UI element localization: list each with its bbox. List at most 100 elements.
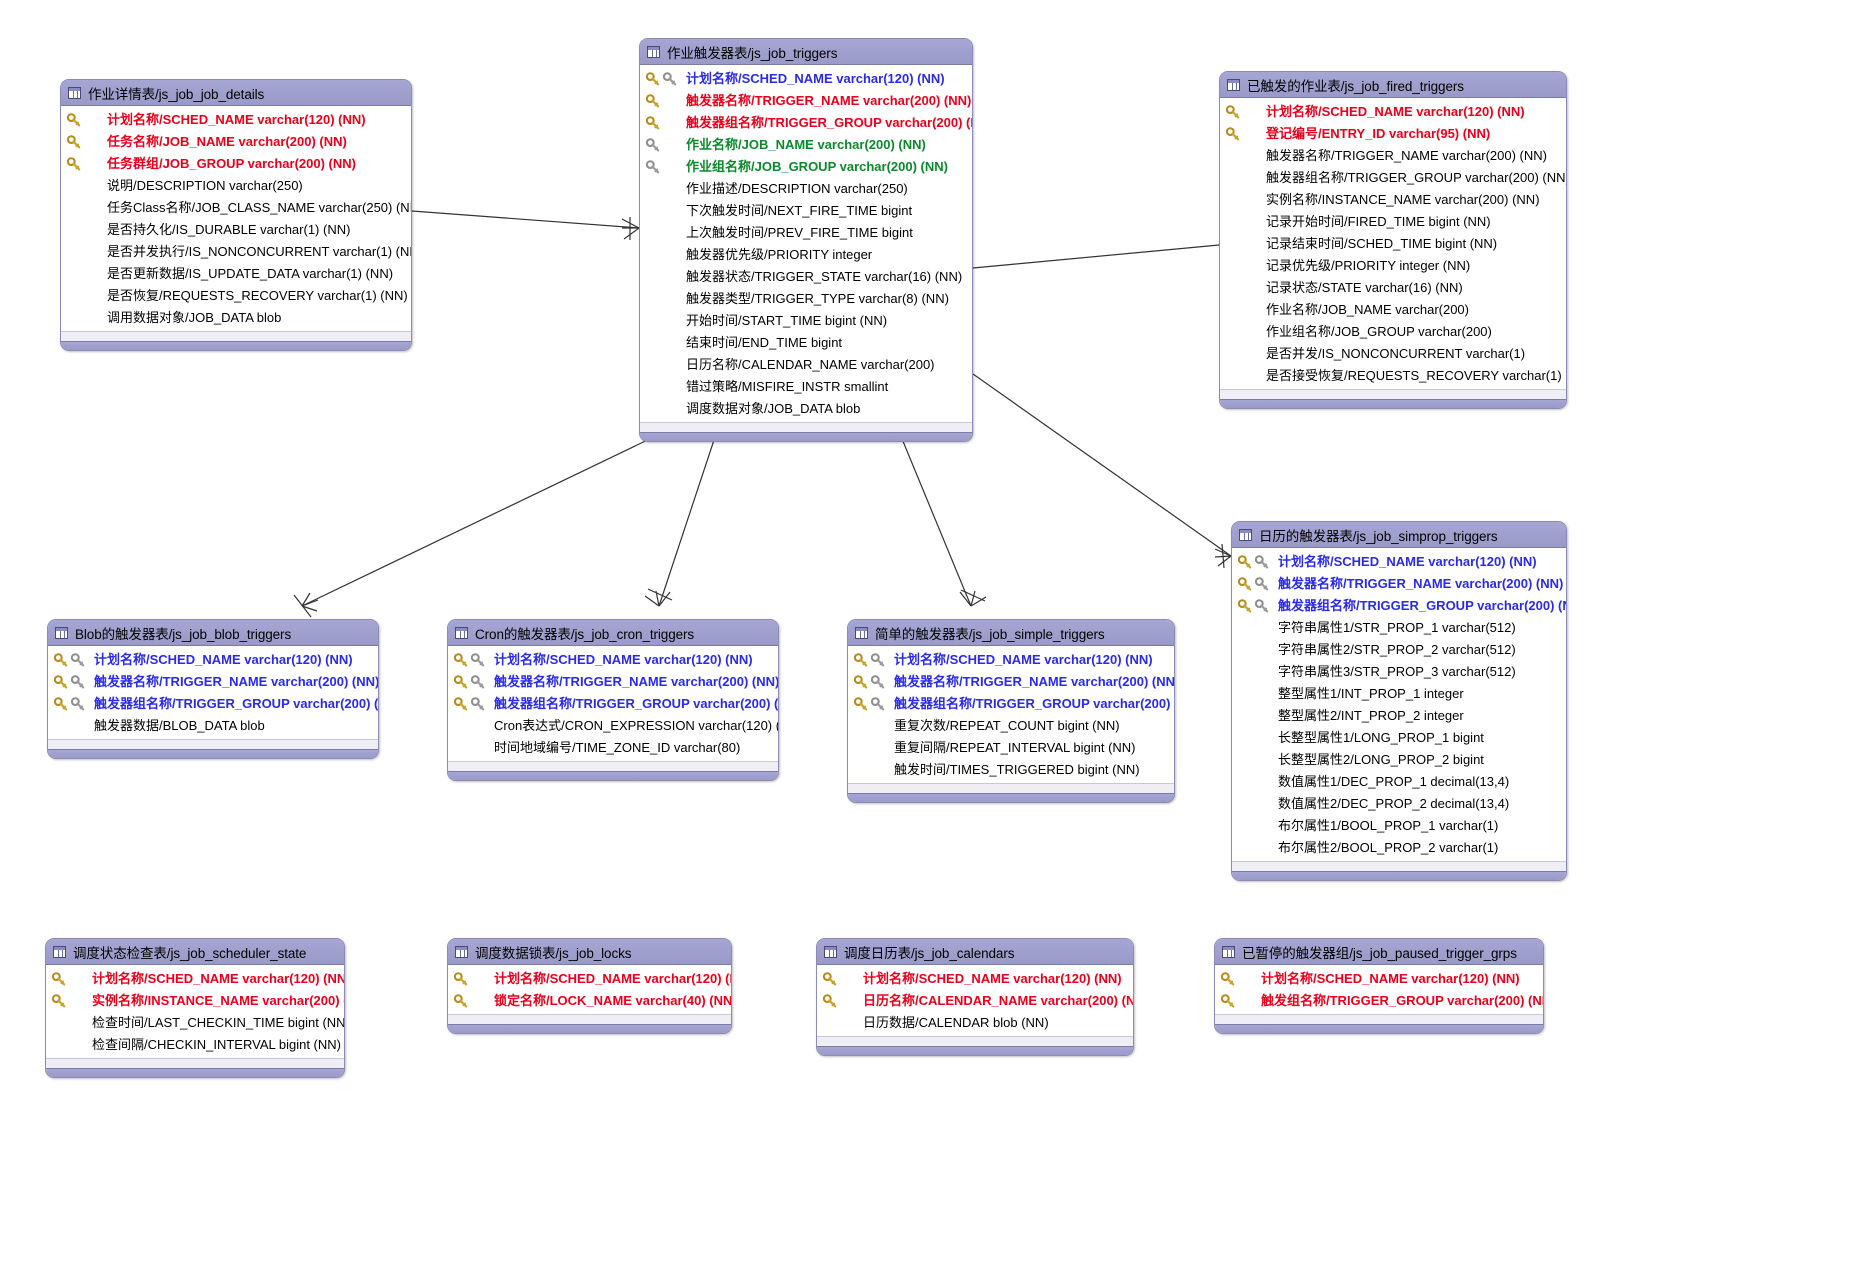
entity-header-job_details[interactable]: 作业详情表/js_job_job_details	[61, 80, 411, 106]
entity-header-paused_trigger_grps[interactable]: 已暂停的触发器组/js_job_paused_trigger_grps	[1215, 939, 1543, 965]
column-row[interactable]: 任务群组/JOB_GROUP varchar(200) (NN)	[61, 153, 411, 175]
column-row[interactable]: 登记编号/ENTRY_ID varchar(95) (NN)	[1220, 123, 1566, 145]
column-row[interactable]: 调用数据对象/JOB_DATA blob	[61, 307, 411, 329]
column-row[interactable]: 计划名称/SCHED_NAME varchar(120) (NN)	[448, 649, 778, 671]
column-row[interactable]: 是否并发/IS_NONCONCURRENT varchar(1)	[1220, 343, 1566, 365]
column-row[interactable]: 是否并发执行/IS_NONCONCURRENT varchar(1) (NN)	[61, 241, 411, 263]
column-row[interactable]: 字符串属性2/STR_PROP_2 varchar(512)	[1232, 639, 1566, 661]
entity-header-cron_triggers[interactable]: Cron的触发器表/js_job_cron_triggers	[448, 620, 778, 646]
column-row[interactable]: 调度数据对象/JOB_DATA blob	[640, 398, 972, 420]
column-row[interactable]: 日历名称/CALENDAR_NAME varchar(200)	[640, 354, 972, 376]
column-row[interactable]: 触发器名称/TRIGGER_NAME varchar(200) (NN)	[448, 671, 778, 693]
column-row[interactable]: 结束时间/END_TIME bigint	[640, 332, 972, 354]
column-row[interactable]: 是否恢复/REQUESTS_RECOVERY varchar(1) (NN)	[61, 285, 411, 307]
column-row[interactable]: 下次触发时间/NEXT_FIRE_TIME bigint	[640, 200, 972, 222]
column-row[interactable]: 长整型属性1/LONG_PROP_1 bigint	[1232, 727, 1566, 749]
entity-header-calendars[interactable]: 调度日历表/js_job_calendars	[817, 939, 1133, 965]
column-row[interactable]: 触发器名称/TRIGGER_NAME varchar(200) (NN)	[848, 671, 1174, 693]
column-row[interactable]: 计划名称/SCHED_NAME varchar(120) (NN)	[61, 109, 411, 131]
column-row[interactable]: 计划名称/SCHED_NAME varchar(120) (NN)	[1215, 968, 1543, 990]
column-row[interactable]: 实例名称/INSTANCE_NAME varchar(200) (NN)	[46, 990, 344, 1012]
column-row[interactable]: 是否持久化/IS_DURABLE varchar(1) (NN)	[61, 219, 411, 241]
entity-fired_triggers[interactable]: 已触发的作业表/js_job_fired_triggers 计划名称/SCHED_…	[1219, 71, 1567, 409]
column-row[interactable]: 整型属性2/INT_PROP_2 integer	[1232, 705, 1566, 727]
entity-paused_trigger_grps[interactable]: 已暂停的触发器组/js_job_paused_trigger_grps 计划名称/…	[1214, 938, 1544, 1034]
column-row[interactable]: 触发时间/TIMES_TRIGGERED bigint (NN)	[848, 759, 1174, 781]
column-row[interactable]: 错过策略/MISFIRE_INSTR smallint	[640, 376, 972, 398]
column-row[interactable]: 触发器组名称/TRIGGER_GROUP varchar(200) (NN)	[640, 112, 972, 134]
column-row[interactable]: 触发组名称/TRIGGER_GROUP varchar(200) (NN)	[1215, 990, 1543, 1012]
column-row[interactable]: 是否更新数据/IS_UPDATE_DATA varchar(1) (NN)	[61, 263, 411, 285]
column-row[interactable]: 触发器组名称/TRIGGER_GROUP varchar(200) (NN)	[848, 693, 1174, 715]
column-row[interactable]: 触发器名称/TRIGGER_NAME varchar(200) (NN)	[48, 671, 378, 693]
column-row[interactable]: 计划名称/SCHED_NAME varchar(120) (NN)	[1232, 551, 1566, 573]
column-row[interactable]: 检查间隔/CHECKIN_INTERVAL bigint (NN)	[46, 1034, 344, 1056]
column-row[interactable]: 重复间隔/REPEAT_INTERVAL bigint (NN)	[848, 737, 1174, 759]
column-row[interactable]: 记录开始时间/FIRED_TIME bigint (NN)	[1220, 211, 1566, 233]
column-row[interactable]: 作业名称/JOB_NAME varchar(200)	[1220, 299, 1566, 321]
column-row[interactable]: 任务名称/JOB_NAME varchar(200) (NN)	[61, 131, 411, 153]
column-row[interactable]: 锁定名称/LOCK_NAME varchar(40) (NN)	[448, 990, 731, 1012]
column-row[interactable]: 重复次数/REPEAT_COUNT bigint (NN)	[848, 715, 1174, 737]
column-row[interactable]: 日历名称/CALENDAR_NAME varchar(200) (NN)	[817, 990, 1133, 1012]
column-row[interactable]: 计划名称/SCHED_NAME varchar(120) (NN)	[48, 649, 378, 671]
entity-blob_triggers[interactable]: Blob的触发器表/js_job_blob_triggers 计划名称/SCHED…	[47, 619, 379, 759]
column-row[interactable]: 触发器组名称/TRIGGER_GROUP varchar(200) (NN)	[1232, 595, 1566, 617]
column-row[interactable]: 触发器组名称/TRIGGER_GROUP varchar(200) (NN)	[48, 693, 378, 715]
column-row[interactable]: 作业组名称/JOB_GROUP varchar(200) (NN)	[640, 156, 972, 178]
column-row[interactable]: 时间地域编号/TIME_ZONE_ID varchar(80)	[448, 737, 778, 759]
column-row[interactable]: 开始时间/START_TIME bigint (NN)	[640, 310, 972, 332]
column-row[interactable]: 记录优先级/PRIORITY integer (NN)	[1220, 255, 1566, 277]
column-row[interactable]: 计划名称/SCHED_NAME varchar(120) (NN)	[817, 968, 1133, 990]
column-row[interactable]: 记录状态/STATE varchar(16) (NN)	[1220, 277, 1566, 299]
column-row[interactable]: 布尔属性2/BOOL_PROP_2 varchar(1)	[1232, 837, 1566, 859]
column-row[interactable]: 字符串属性1/STR_PROP_1 varchar(512)	[1232, 617, 1566, 639]
entity-simprop_triggers[interactable]: 日历的触发器表/js_job_simprop_triggers 计划名称/SCHE…	[1231, 521, 1567, 881]
entity-header-scheduler_state[interactable]: 调度状态检查表/js_job_scheduler_state	[46, 939, 344, 965]
column-row[interactable]: 触发器组名称/TRIGGER_GROUP varchar(200) (NN)	[448, 693, 778, 715]
column-row[interactable]: 数值属性1/DEC_PROP_1 decimal(13,4)	[1232, 771, 1566, 793]
column-row[interactable]: 记录结束时间/SCHED_TIME bigint (NN)	[1220, 233, 1566, 255]
column-row[interactable]: 触发器名称/TRIGGER_NAME varchar(200) (NN)	[1232, 573, 1566, 595]
column-row[interactable]: 检查时间/LAST_CHECKIN_TIME bigint (NN)	[46, 1012, 344, 1034]
entity-job_details[interactable]: 作业详情表/js_job_job_details 计划名称/SCHED_NAME …	[60, 79, 412, 351]
column-row[interactable]: 作业组名称/JOB_GROUP varchar(200)	[1220, 321, 1566, 343]
column-row[interactable]: 触发器状态/TRIGGER_STATE varchar(16) (NN)	[640, 266, 972, 288]
entity-header-fired_triggers[interactable]: 已触发的作业表/js_job_fired_triggers	[1220, 72, 1566, 98]
column-row[interactable]: 实例名称/INSTANCE_NAME varchar(200) (NN)	[1220, 189, 1566, 211]
entity-scheduler_state[interactable]: 调度状态检查表/js_job_scheduler_state 计划名称/SCHED…	[45, 938, 345, 1078]
column-row[interactable]: 触发器类型/TRIGGER_TYPE varchar(8) (NN)	[640, 288, 972, 310]
column-row[interactable]: 是否接受恢复/REQUESTS_RECOVERY varchar(1)	[1220, 365, 1566, 387]
entity-locks[interactable]: 调度数据锁表/js_job_locks 计划名称/SCHED_NAME varch…	[447, 938, 732, 1034]
entity-header-triggers[interactable]: 作业触发器表/js_job_triggers	[640, 39, 972, 65]
column-row[interactable]: 作业名称/JOB_NAME varchar(200) (NN)	[640, 134, 972, 156]
entity-header-locks[interactable]: 调度数据锁表/js_job_locks	[448, 939, 731, 965]
entity-header-blob_triggers[interactable]: Blob的触发器表/js_job_blob_triggers	[48, 620, 378, 646]
column-row[interactable]: 字符串属性3/STR_PROP_3 varchar(512)	[1232, 661, 1566, 683]
column-row[interactable]: 触发器名称/TRIGGER_NAME varchar(200) (NN)	[1220, 145, 1566, 167]
column-row[interactable]: 计划名称/SCHED_NAME varchar(120) (NN)	[848, 649, 1174, 671]
column-row[interactable]: 触发器数据/BLOB_DATA blob	[48, 715, 378, 737]
column-row[interactable]: 计划名称/SCHED_NAME varchar(120) (NN)	[448, 968, 731, 990]
column-row[interactable]: 计划名称/SCHED_NAME varchar(120) (NN)	[1220, 101, 1566, 123]
column-row[interactable]: 触发器名称/TRIGGER_NAME varchar(200) (NN)	[640, 90, 972, 112]
column-row[interactable]: 作业描述/DESCRIPTION varchar(250)	[640, 178, 972, 200]
column-row[interactable]: 任务Class名称/JOB_CLASS_NAME varchar(250) (N…	[61, 197, 411, 219]
column-row[interactable]: 上次触发时间/PREV_FIRE_TIME bigint	[640, 222, 972, 244]
entity-cron_triggers[interactable]: Cron的触发器表/js_job_cron_triggers 计划名称/SCHED…	[447, 619, 779, 781]
column-row[interactable]: 触发器组名称/TRIGGER_GROUP varchar(200) (NN)	[1220, 167, 1566, 189]
column-row[interactable]: 日历数据/CALENDAR blob (NN)	[817, 1012, 1133, 1034]
column-row[interactable]: 数值属性2/DEC_PROP_2 decimal(13,4)	[1232, 793, 1566, 815]
column-row[interactable]: 整型属性1/INT_PROP_1 integer	[1232, 683, 1566, 705]
column-row[interactable]: 触发器优先级/PRIORITY integer	[640, 244, 972, 266]
column-row[interactable]: 说明/DESCRIPTION varchar(250)	[61, 175, 411, 197]
column-row[interactable]: Cron表达式/CRON_EXPRESSION varchar(120) (NN…	[448, 715, 778, 737]
column-row[interactable]: 布尔属性1/BOOL_PROP_1 varchar(1)	[1232, 815, 1566, 837]
entity-simple_triggers[interactable]: 简单的触发器表/js_job_simple_triggers 计划名称/SCHED…	[847, 619, 1175, 803]
entity-header-simple_triggers[interactable]: 简单的触发器表/js_job_simple_triggers	[848, 620, 1174, 646]
column-row[interactable]: 计划名称/SCHED_NAME varchar(120) (NN)	[46, 968, 344, 990]
entity-header-simprop_triggers[interactable]: 日历的触发器表/js_job_simprop_triggers	[1232, 522, 1566, 548]
column-row[interactable]: 长整型属性2/LONG_PROP_2 bigint	[1232, 749, 1566, 771]
entity-calendars[interactable]: 调度日历表/js_job_calendars 计划名称/SCHED_NAME va…	[816, 938, 1134, 1056]
